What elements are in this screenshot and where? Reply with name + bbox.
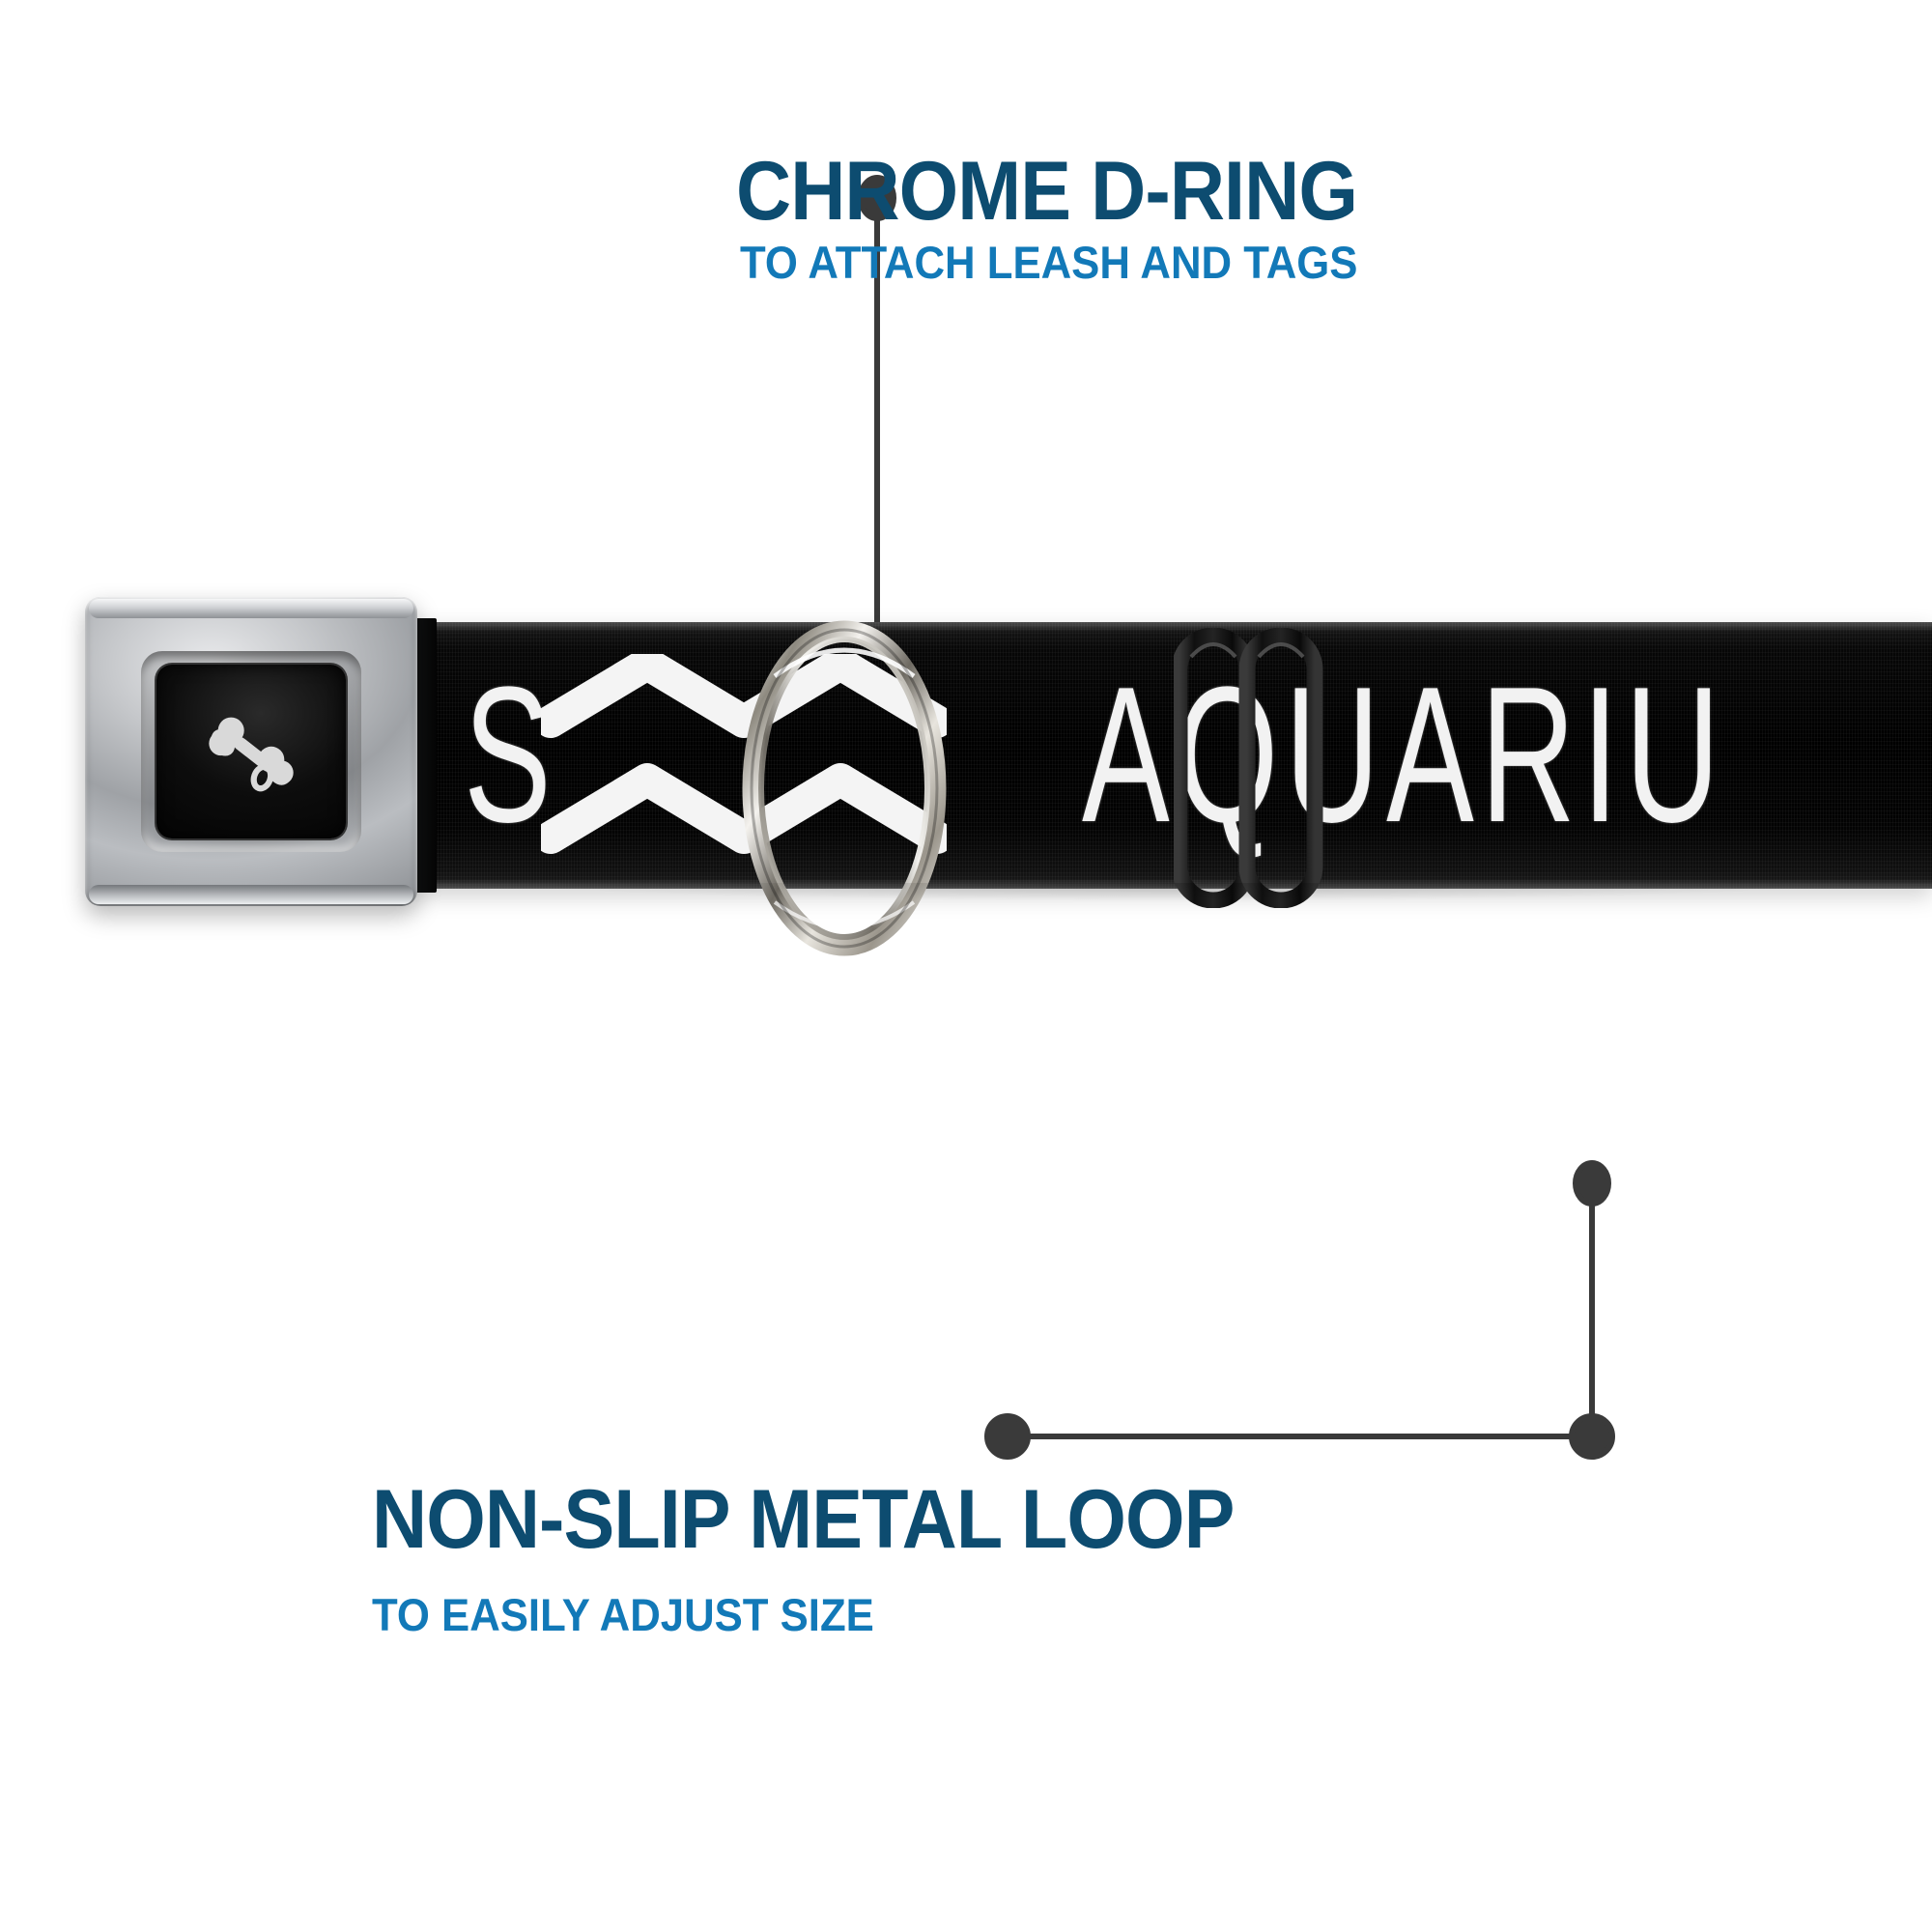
dog-bone-icon	[209, 717, 294, 792]
aquarius-zodiac-icon	[541, 654, 947, 854]
leader-dot-loop-title	[984, 1413, 1031, 1460]
strap-print-text-right: AQUARIU	[1082, 647, 1727, 863]
strap-artwork: S AQUARIU	[406, 622, 1932, 889]
callout-title-non-slip-metal-loop: NON-SLIP METAL LOOP	[372, 1473, 1235, 1566]
product-photo-dog-collar: S AQUARIU	[0, 576, 1932, 1194]
callout-subtitle-chrome-d-ring: TO ATTACH LEASH AND TAGS	[740, 237, 1358, 288]
buckle-black-plate	[156, 665, 346, 838]
callout-title-chrome-d-ring: CHROME D-RING	[736, 145, 1358, 238]
buckle-lip-bottom	[89, 885, 413, 904]
buckle-lip-top	[89, 599, 413, 618]
chrome-d-ring	[742, 620, 947, 956]
strap-print-text-left: S	[464, 647, 558, 863]
leader-dot-loop-corner	[1569, 1413, 1615, 1460]
collar-strap: S AQUARIU	[406, 622, 1932, 889]
seatbelt-buckle	[85, 597, 417, 906]
non-slip-metal-loop	[1174, 628, 1323, 908]
callout-subtitle-non-slip-metal-loop: TO EASILY ADJUST SIZE	[372, 1589, 874, 1640]
